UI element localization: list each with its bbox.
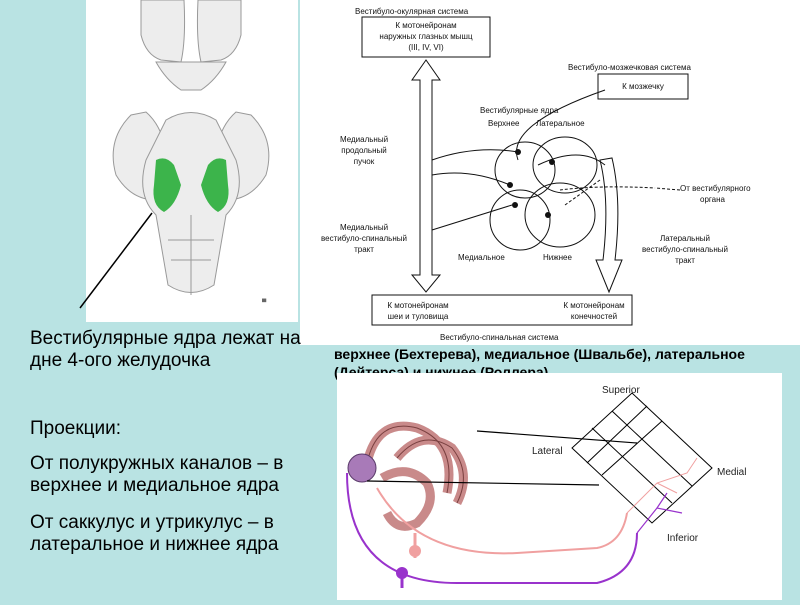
medial-label: Medial <box>717 467 746 478</box>
svg-text:К мотонейронам: К мотонейронам <box>387 301 448 310</box>
inferior-label: Inferior <box>667 533 699 544</box>
svg-text:Медиальный: Медиальный <box>340 223 388 232</box>
svg-text:вестибуло-спинальный: вестибуло-спинальный <box>642 245 728 254</box>
svg-text:продольный: продольный <box>341 146 386 155</box>
svg-text:вестибуло-спинальный: вестибуло-спинальный <box>321 234 407 243</box>
vestibular-nucleus-right <box>201 158 229 212</box>
svg-text:пучок: пучок <box>354 157 375 166</box>
projections-heading: Проекции: <box>30 418 122 439</box>
svg-text:Латеральный: Латеральный <box>660 234 710 243</box>
vestibulo-ocular-title: Вестибуло-окулярная система <box>355 7 469 16</box>
pointer-arrow <box>79 212 153 309</box>
svg-text:▀: ▀ <box>262 298 267 306</box>
labyrinth-drawing: Superior Lateral Medial Inferior <box>346 385 746 588</box>
labyrinth-schematic: Superior Lateral Medial Inferior <box>337 373 782 600</box>
vestibulo-spinal-title: Вестибуло-спинальная система <box>440 333 559 342</box>
lower-label: Нижнее <box>543 253 572 262</box>
lateral-label: Lateral <box>532 446 563 457</box>
svg-text:тракт: тракт <box>675 256 695 265</box>
svg-text:тракт: тракт <box>354 245 374 254</box>
svg-text:К мотонейронам: К мотонейронам <box>395 21 456 30</box>
svg-text:К мотонейронам: К мотонейронам <box>563 301 624 310</box>
nuclei-location-text: Вестибулярные ядра лежат на дне 4-ого же… <box>30 328 301 371</box>
upper-label: Верхнее <box>488 119 520 128</box>
motoneurons-bottom-box <box>371 294 633 326</box>
svg-text:Медиальный: Медиальный <box>340 135 388 144</box>
canals-projection-text: От полукружных каналов – в верхнее и мед… <box>30 453 284 496</box>
nuclei-label: Вестибулярные ядра <box>480 106 559 115</box>
brainstem-illustration: ▀ <box>86 0 298 322</box>
svg-text:органа: органа <box>700 195 726 204</box>
otolith-organ <box>347 453 377 483</box>
otolith-projection-text: От саккулус и утрикулус – в латеральное … <box>30 512 279 555</box>
svg-text:конечностей: конечностей <box>571 312 617 321</box>
nuclei-diamond <box>571 392 713 524</box>
cerebellum-box <box>597 73 689 100</box>
svg-text:К мозжечку: К мозжечку <box>622 82 664 91</box>
svg-text:наружных глазных мышц: наружных глазных мышц <box>379 32 473 41</box>
vestibular-nucleus-left <box>153 158 181 212</box>
svg-text:От вестибулярного: От вестибулярного <box>680 184 751 193</box>
superior-label: Superior <box>602 385 640 396</box>
svg-text:шеи и туловища: шеи и туловища <box>388 312 449 321</box>
vestibular-pathway-diagram: Вестибуло-окулярная система К мотонейрон… <box>300 0 800 345</box>
svg-text:(III, IV, VI): (III, IV, VI) <box>408 43 444 52</box>
lateral-label: Латеральное <box>536 119 585 128</box>
eye-motoneurons-box <box>361 16 491 58</box>
brainstem-drawing: ▀ <box>112 0 270 306</box>
vestibulo-cerebellar-title: Вестибуло-мозжечковая система <box>568 63 691 72</box>
medial-label: Медиальное <box>458 253 505 262</box>
pathway-drawing: Вестибуло-окулярная система К мотонейрон… <box>321 7 751 342</box>
